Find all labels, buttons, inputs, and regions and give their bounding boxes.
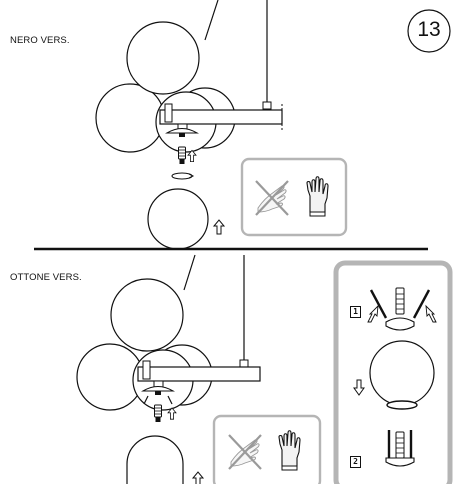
shade-cap [385, 457, 415, 467]
suspension-cable [183, 254, 196, 291]
rotate-ring [171, 172, 193, 180]
arrow-icon [425, 304, 437, 323]
sub-step-1-badge: 1 [350, 306, 361, 318]
bulb-icon [154, 404, 162, 423]
step-number-circle [407, 9, 451, 53]
sub-step-2-badge: 2 [350, 456, 361, 468]
lamp-arm [159, 109, 283, 125]
socket [179, 133, 185, 137]
loose-globe [147, 188, 209, 250]
arm-joint [164, 103, 173, 123]
spring-clip [412, 289, 431, 319]
remove-arrow [143, 395, 149, 405]
arm-joint [142, 360, 151, 380]
top-variant-label: NERO VERS. [10, 35, 70, 46]
no-bare-hand-icon [228, 434, 262, 470]
bulb-icon [395, 431, 405, 459]
rotate-arrow-icon [188, 173, 195, 179]
socket [155, 391, 161, 395]
globe-neck [386, 400, 418, 410]
bulb-icon [395, 287, 405, 315]
loose-globe [126, 435, 184, 484]
lamp-cap [165, 127, 199, 134]
lamp-arm [137, 366, 261, 382]
sub-step-2-detail [385, 430, 415, 467]
glove-warning-panel [240, 157, 348, 237]
arrow-down-icon [353, 379, 365, 396]
glove-warning-panel [212, 414, 322, 484]
sub-step-1-detail [367, 287, 437, 331]
bottom-lamp-assembly [76, 254, 261, 484]
top-lamp-assembly [95, 0, 283, 250]
globe-left [95, 83, 165, 153]
shade-cap [385, 317, 415, 331]
lamp-cap [141, 385, 175, 392]
arrow-icon [367, 304, 379, 323]
bulb-icon [178, 146, 186, 165]
cable-anchor [262, 101, 272, 110]
suspension-cable [204, 0, 219, 41]
bottom-variant-label: OTTONE VERS. [10, 272, 82, 283]
arrow-up-icon [213, 219, 225, 235]
globe-top [110, 278, 184, 352]
spring-clip [369, 289, 388, 319]
no-bare-hand-icon [255, 180, 289, 216]
remove-arrow [167, 395, 173, 405]
sub-step-globe [353, 340, 435, 410]
globe [369, 340, 435, 406]
globe-top [126, 21, 200, 95]
arrow-up-icon [192, 471, 204, 484]
step-number: 13 [417, 18, 441, 41]
cable-anchor [239, 359, 249, 368]
